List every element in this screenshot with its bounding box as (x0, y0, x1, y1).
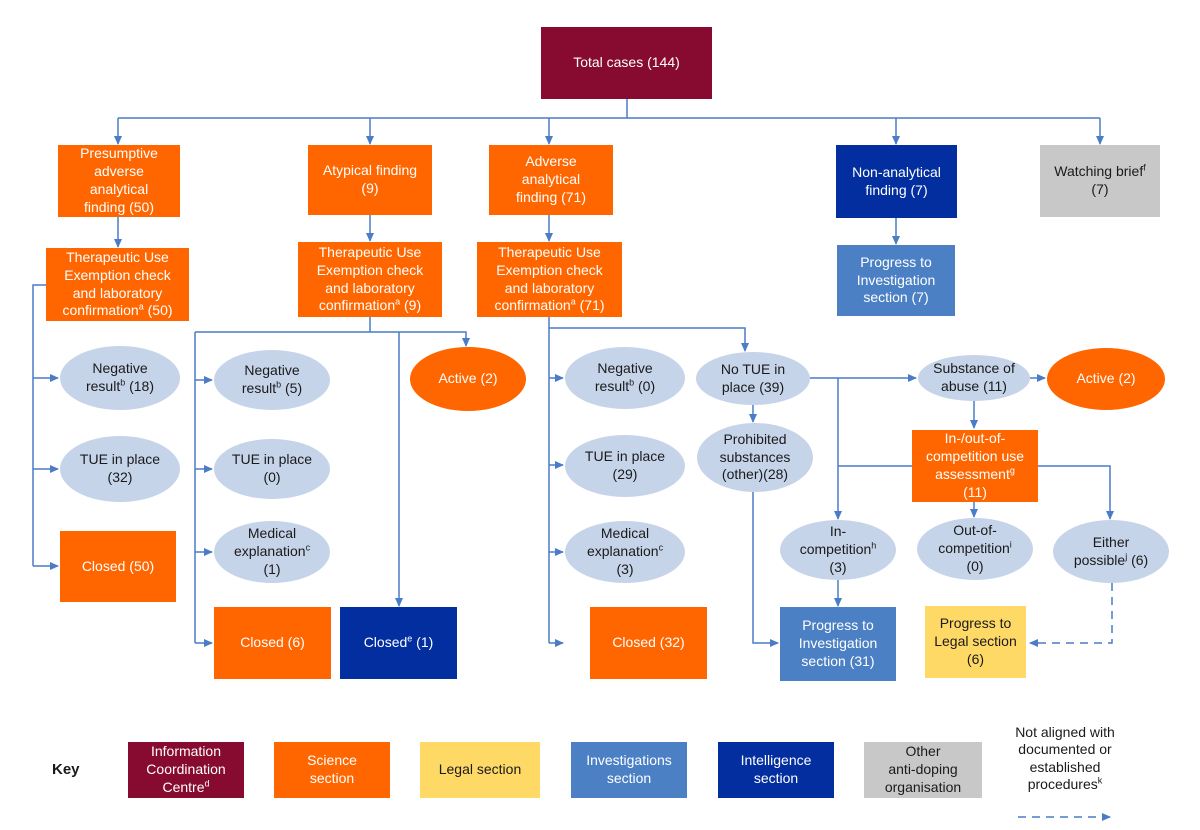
node-medical-explanation-2: Medical explanationc (1) (214, 521, 330, 583)
node-negative-result-2: Negative resultb (5) (214, 350, 330, 410)
connector-col2-bus (195, 331, 470, 347)
node-closed-32: Closed (32) (590, 607, 707, 679)
node-progress-investigation-31: Progress to Investigation section (31) (780, 607, 896, 681)
node-tue-in-place-1: TUE in place (32) (60, 436, 180, 502)
node-negative-result-1: Negative resultb (18) (60, 346, 180, 410)
key-icc: Information Coordination Centred (128, 742, 244, 798)
node-in-competition: In- competitionh (3) (780, 520, 896, 580)
key-other-organisation: Other anti-doping organisation (864, 742, 982, 798)
key-science-section: Science section (274, 742, 390, 798)
node-progress-legal: Progress to Legal section (6) (925, 606, 1026, 678)
node-total-cases: Total cases (144) (541, 27, 712, 99)
node-substance-of-abuse: Substance of abuse (11) (918, 355, 1030, 401)
node-progress-investigation-7: Progress to Investigation section (7) (837, 245, 955, 316)
connector-col1-spine (32, 284, 46, 566)
node-tue-check-presumptive: Therapeutic Use Exemption check and labo… (46, 248, 189, 321)
key-legal-section: Legal section (420, 742, 540, 798)
key-intelligence-section: Intelligence section (718, 742, 834, 798)
node-either-possible: Either possiblej (6) (1053, 520, 1169, 583)
node-watching-brief: Watching brieff (7) (1040, 145, 1160, 217)
connector-to-no-tue (549, 327, 749, 352)
node-in-out-competition-assessment: In-/out-of- competition use assessmentg … (912, 430, 1038, 502)
node-negative-result-3: Negative resultb (0) (565, 347, 685, 409)
node-medical-explanation-3: Medical explanationc (3) (565, 521, 685, 583)
node-closed-6: Closed (6) (214, 607, 331, 679)
key-label: Key (52, 761, 80, 778)
node-presumptive-aaf: Presumptive adverse analytical finding (… (58, 145, 180, 217)
node-non-analytical-finding: Non-analytical finding (7) (836, 145, 957, 218)
key-investigations-section: Investigations section (571, 742, 687, 798)
key-not-aligned-label: Not aligned with documented or establish… (1015, 724, 1115, 793)
node-active-1: Active (2) (410, 347, 526, 411)
node-prohibited-substances: Prohibited substances (other)(28) (697, 423, 813, 492)
node-atypical-finding: Atypical finding (9) (308, 145, 432, 215)
node-no-tue-in-place: No TUE in place (39) (696, 352, 810, 405)
connector-prohibited-to-progress (752, 492, 779, 647)
node-adverse-analytical-finding: Adverse analytical finding (71) (489, 145, 613, 215)
node-closed-50: Closed (50) (60, 531, 176, 602)
node-closed-e: Closede (1) (340, 607, 457, 679)
node-active-2: Active (2) (1047, 348, 1165, 410)
node-tue-in-place-2: TUE in place (0) (214, 439, 330, 499)
node-tue-check-adverse: Therapeutic Use Exemption check and labo… (477, 242, 622, 317)
node-tue-in-place-3: TUE in place (29) (565, 435, 685, 497)
node-out-of-competition: Out-of- competitioni (0) (917, 518, 1033, 580)
connector-either-to-legal-dashed (1029, 583, 1113, 647)
node-tue-check-atypical: Therapeutic Use Exemption check and labo… (298, 242, 442, 317)
